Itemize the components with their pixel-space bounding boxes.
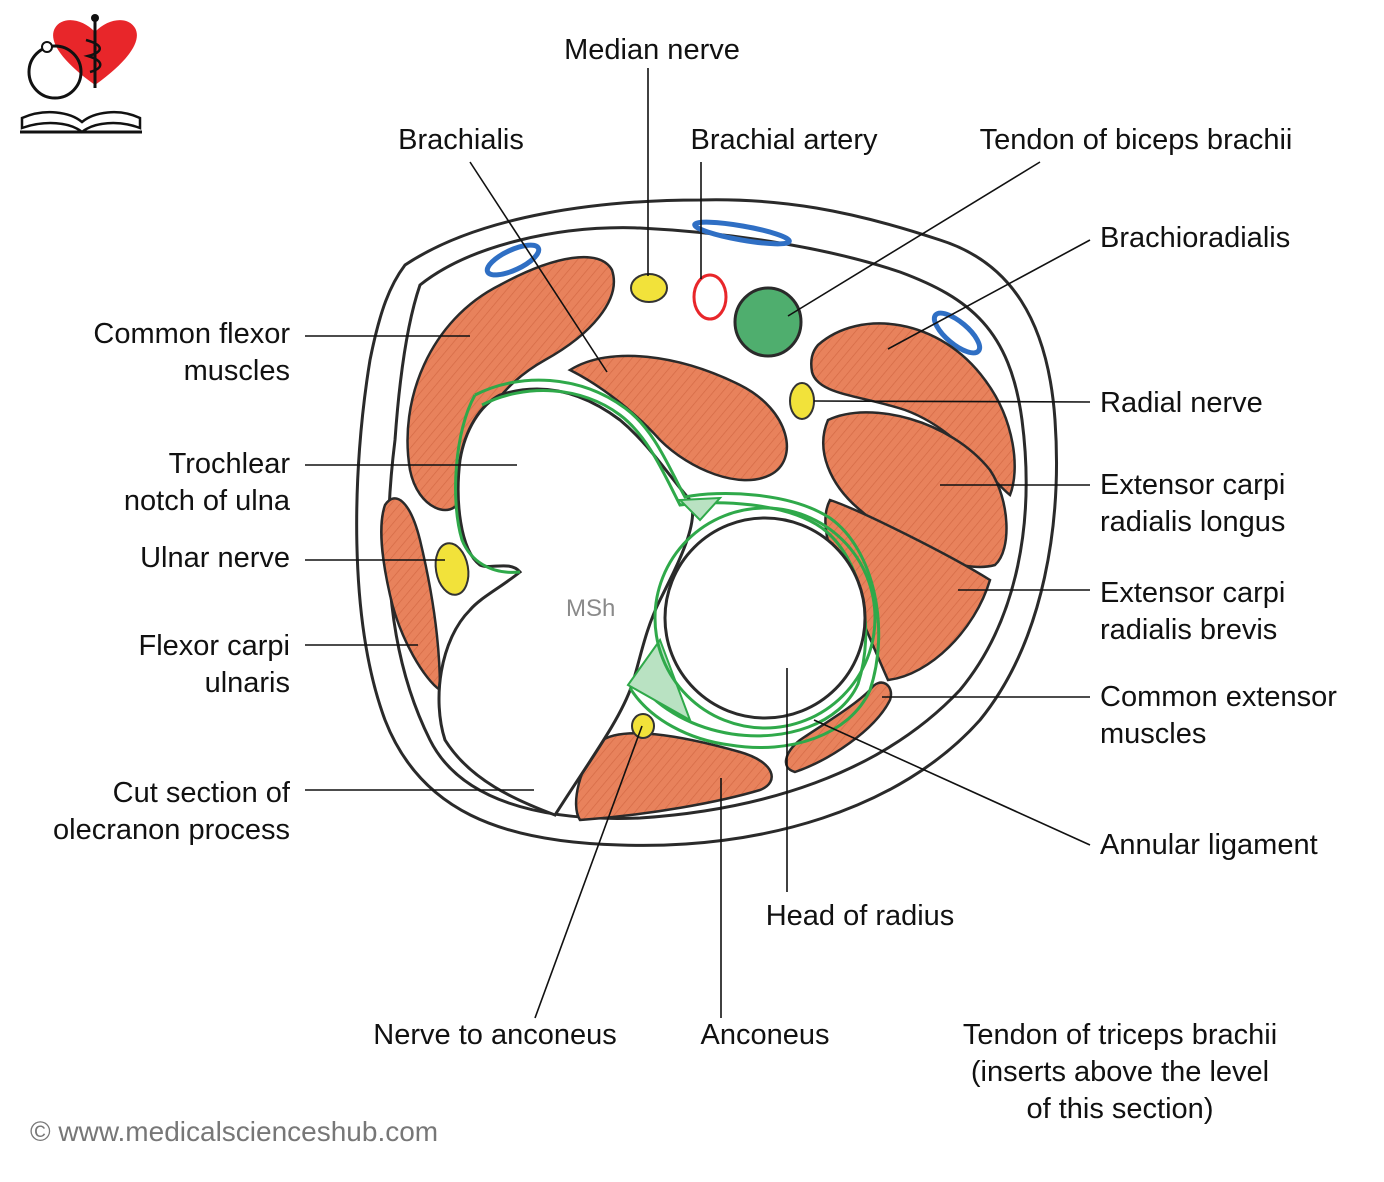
joint-capsule-notch — [454, 394, 521, 574]
annular-ligament-ring — [653, 506, 877, 730]
label-head-radius: Head of radius — [765, 900, 955, 932]
radial-nerve-shape — [789, 382, 815, 420]
label-brachial-artery: Brachial artery — [690, 124, 878, 156]
joint-capsule-inner — [481, 389, 868, 738]
label-tendon-biceps: Tendon of biceps brachii — [979, 124, 1293, 156]
skin-outline — [355, 198, 1058, 847]
label-brachioradialis: Brachioradialis — [1100, 222, 1291, 254]
nerve-to-anconeus-shape — [631, 713, 655, 739]
radius-head-bone — [663, 516, 867, 720]
ulnar-nerve-shape — [434, 542, 470, 596]
joint-capsule — [474, 378, 881, 749]
copyright-notice: © www.medicalscienceshub.com — [30, 1116, 439, 1147]
vein-icon — [484, 242, 542, 278]
label-nerve-to-anconeus: Nerve to anconeus — [373, 1019, 617, 1051]
label-ulnar-nerve: Ulnar nerve — [140, 542, 290, 574]
ecrl-muscle — [822, 411, 1008, 569]
label-radial-nerve: Radial nerve — [1100, 387, 1263, 419]
fcu-muscle — [380, 497, 442, 693]
vein-icon — [931, 310, 983, 356]
label-annular-ligament: Annular ligament — [1100, 829, 1318, 861]
label-anconeus: Anconeus — [700, 1019, 830, 1051]
synovial-fold-upper — [677, 496, 723, 522]
watermark: MSh — [566, 595, 616, 622]
brachial-artery-shape — [692, 273, 728, 321]
vein-icon — [692, 219, 792, 247]
biceps-tendon-shape — [733, 286, 803, 358]
label-tendon-triceps: Tendon of triceps brachii(inserts above … — [962, 1019, 1278, 1125]
leader-lines — [305, 68, 1091, 1019]
label-brachialis: Brachialis — [398, 124, 524, 156]
median-nerve-shape — [630, 273, 668, 303]
logo-icon — [20, 14, 142, 134]
label-median-nerve: Median nerve — [564, 34, 740, 66]
anconeus-muscle — [574, 731, 773, 822]
